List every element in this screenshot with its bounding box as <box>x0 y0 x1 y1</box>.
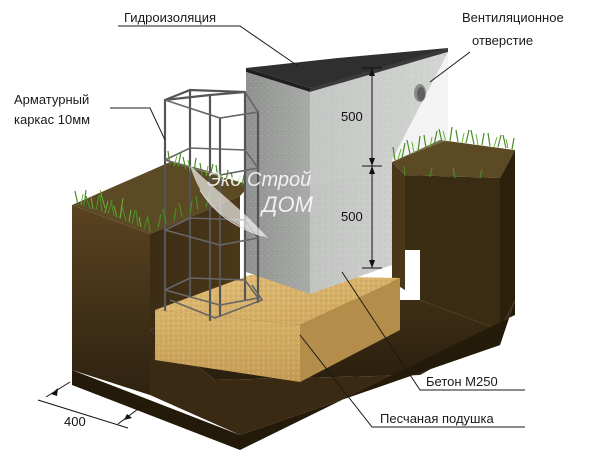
leader-rebar <box>110 107 166 141</box>
waterproofing-edge-right <box>310 48 448 92</box>
waterproofing-layer <box>246 48 448 88</box>
leaf-icon <box>190 165 268 238</box>
watermark-logo: Эко Строй ДОМ <box>190 165 314 238</box>
label-vent-line1: Вентиляционное <box>462 10 564 25</box>
leader-concrete <box>341 271 525 391</box>
dim-upper-height: 500 <box>341 109 363 124</box>
rebar-cage <box>163 88 264 322</box>
dimension-base-width: 400 <box>37 381 143 429</box>
dim-lower-height: 500 <box>341 209 363 224</box>
grass-left <box>74 150 245 233</box>
label-sand-cushion: Песчаная подушка <box>380 411 494 426</box>
label-rebar-line1: Арматурный <box>14 92 89 107</box>
leader-vent <box>429 51 471 83</box>
dimension-height: 500 500 <box>341 67 382 269</box>
soil-right-inner <box>392 162 405 290</box>
soil-left-front <box>72 205 150 395</box>
label-waterproofing: Гидроизоляция <box>124 10 216 25</box>
watermark-line2: ДОМ <box>259 192 314 217</box>
label-rebar-line2: каркас 10мм <box>14 112 90 127</box>
waterproofing-edge <box>246 68 310 92</box>
leader-waterproofing <box>118 25 299 67</box>
ground-slab-front <box>72 300 515 435</box>
soil-right-front <box>405 175 500 330</box>
leader-sand <box>299 334 525 428</box>
soil-right-outer <box>500 150 515 330</box>
grass-right <box>392 126 515 179</box>
watermark-line1: Эко Строй <box>207 169 311 191</box>
sand-cushion-side <box>300 278 400 382</box>
dim-base-width: 400 <box>64 414 86 429</box>
sand-cushion-top-speckle <box>155 275 400 325</box>
label-vent-line2: отверстие <box>472 33 533 48</box>
sand-cushion-front-speckle <box>155 310 300 382</box>
concrete-front-upper <box>310 52 448 188</box>
ground-slab-bottom <box>72 300 515 450</box>
label-concrete: Бетон М250 <box>426 374 498 389</box>
soil-right-top <box>392 140 515 178</box>
